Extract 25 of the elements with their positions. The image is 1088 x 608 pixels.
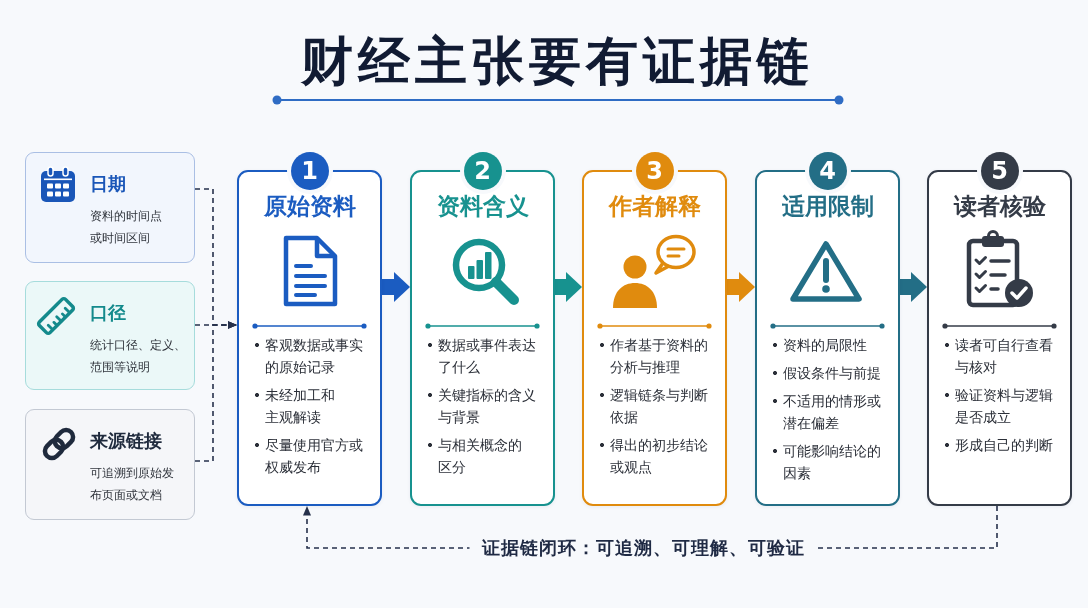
block-arrow xyxy=(555,272,582,302)
title: 财经主张要有证据链 xyxy=(300,30,814,92)
info-card xyxy=(25,152,195,263)
step-number: 1 xyxy=(290,152,329,190)
info-card xyxy=(25,409,195,520)
dashed-arrow xyxy=(194,321,238,462)
card-heading: 作者解释 xyxy=(608,192,701,220)
block-arrow xyxy=(900,272,927,302)
step-number: 2 xyxy=(463,152,502,190)
card-heading: 来源链接 xyxy=(90,429,162,453)
info-card xyxy=(25,281,195,390)
card-heading: 原始资料 xyxy=(263,192,356,220)
step-number: 5 xyxy=(980,152,1019,190)
card-description: 统计口径、定义、范围等说明 xyxy=(90,337,187,376)
card-description: 资料的时间点或时间区间 xyxy=(90,208,163,247)
card-heading: 适用限制 xyxy=(781,192,874,220)
card-heading: 日期 xyxy=(90,172,126,196)
step-number: 3 xyxy=(635,152,674,190)
block-arrow xyxy=(727,272,755,302)
card-heading: 口径 xyxy=(90,301,126,325)
step-number: 4 xyxy=(808,152,847,190)
card-heading: 读者核验 xyxy=(953,192,1046,220)
block-arrow xyxy=(382,272,410,302)
card-heading: 资料含义 xyxy=(436,192,529,220)
card-description: 可追溯到原始发布页面或文档 xyxy=(90,465,175,504)
